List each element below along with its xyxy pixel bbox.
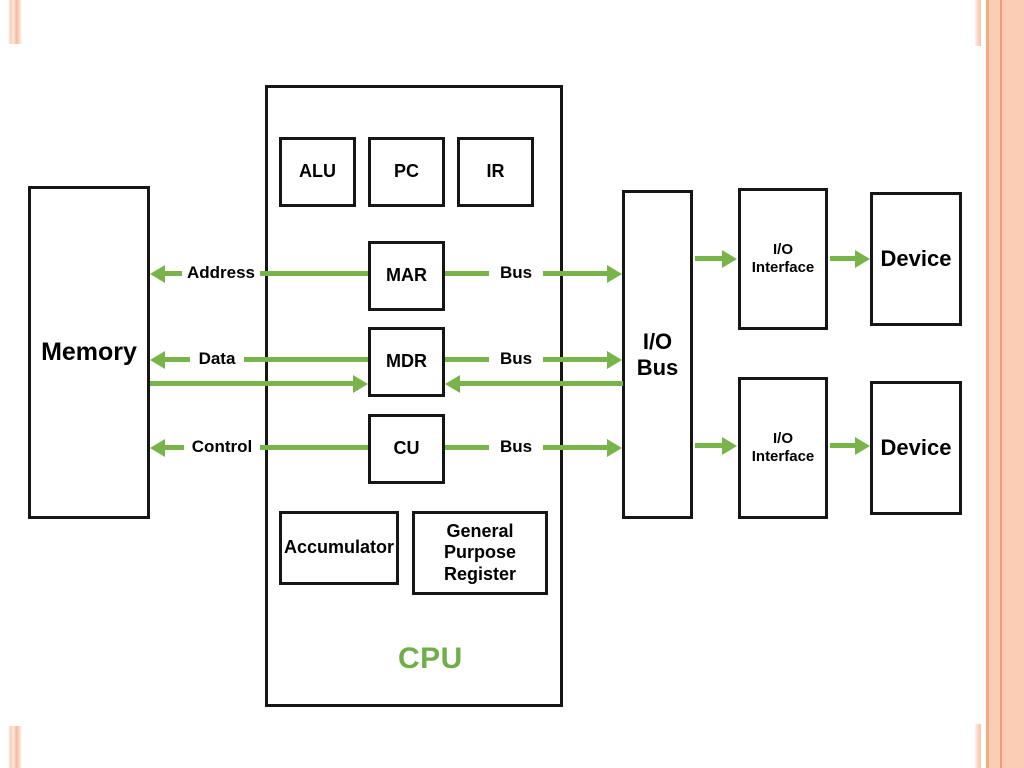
slide-accent-bottom-left [8,726,22,768]
device-top-label: Device [880,246,952,272]
data-bus-arrowhead-out [150,351,165,369]
mdr-io-bus-arrowhead-in [445,375,460,393]
interface-device-bottom-arrowhead [855,437,870,455]
data-bus-arrowhead-in [353,375,368,393]
io-bus-label-line-2: Bus [636,354,679,380]
io-bus-interface-top-arrowhead [722,250,737,268]
memory-block[interactable]: Memory [28,186,150,519]
cpu-caption: CPU [398,642,463,675]
gpr-label-line-2: Purpose [443,542,517,563]
data-bus-wire-out [165,357,368,362]
interface-device-top-wire [830,256,856,261]
io-interface-top-line-1: I/O [772,241,793,259]
memory-label: Memory [41,337,137,366]
interface-device-top-arrowhead [855,250,870,268]
mdr-label: MDR [386,351,427,372]
control-bus-arrowhead [150,439,165,457]
accumulator-block[interactable]: Accumulator [279,511,399,585]
mdr-io-bus-arrowhead-out [607,351,622,369]
io-interface-top-line-2: Interface [751,259,815,276]
device-top-block[interactable]: Device [870,192,962,326]
cu-io-bus-label: Bus [489,437,543,457]
slide-accent-right-line-inner [1000,0,1002,768]
cu-label: CU [393,438,420,459]
pc-label: PC [393,161,419,182]
io-bus-block[interactable]: I/O Bus [622,190,693,519]
io-bus-interface-bottom-wire [695,443,723,448]
cu-io-bus-arrowhead [607,439,622,457]
slide-accent-top-left [8,0,22,44]
ir-block[interactable]: IR [457,137,534,207]
io-interface-bottom-line-1: I/O [772,430,793,448]
gpr-label-line-1: General [446,521,514,542]
io-bus-interface-bottom-arrowhead [722,437,737,455]
mar-io-bus-arrowhead [607,265,622,283]
general-purpose-register-block[interactable]: General Purpose Register [412,511,548,595]
mdr-block[interactable]: MDR [368,327,445,397]
slide-accent-bottom-right [974,724,981,768]
mar-block[interactable]: MAR [368,241,445,311]
pc-block[interactable]: PC [368,137,445,207]
slide-accent-right-line-outer [986,0,989,768]
slide-accent-right-band [988,0,1024,768]
alu-block[interactable]: ALU [279,137,356,207]
io-interface-bottom-line-2: Interface [751,448,815,465]
device-bottom-label: Device [880,435,952,461]
address-bus-label: Address [182,263,260,283]
io-interface-bottom-block[interactable]: I/O Interface [738,377,828,519]
mar-io-bus-label: Bus [489,263,543,283]
io-bus-interface-top-wire [695,256,723,261]
gpr-label-line-3: Register [443,563,517,584]
io-interface-top-block[interactable]: I/O Interface [738,188,828,330]
slide-accent-top-right [974,0,981,46]
accumulator-label: Accumulator [283,537,395,558]
ir-label: IR [486,161,505,182]
io-bus-label-line-1: I/O [642,328,673,354]
address-bus-wire [165,271,368,276]
mdr-io-bus-label: Bus [489,349,543,369]
data-bus-wire-in [150,381,353,386]
mar-label: MAR [386,265,427,286]
device-bottom-block[interactable]: Device [870,381,962,515]
control-bus-wire [165,445,368,450]
interface-device-bottom-wire [830,443,856,448]
address-bus-arrowhead [150,265,165,283]
data-bus-label: Data [190,349,244,369]
cu-block[interactable]: CU [368,414,445,484]
alu-label: ALU [299,161,336,182]
mdr-io-bus-wire-in [460,381,623,386]
control-bus-label: Control [184,437,260,457]
